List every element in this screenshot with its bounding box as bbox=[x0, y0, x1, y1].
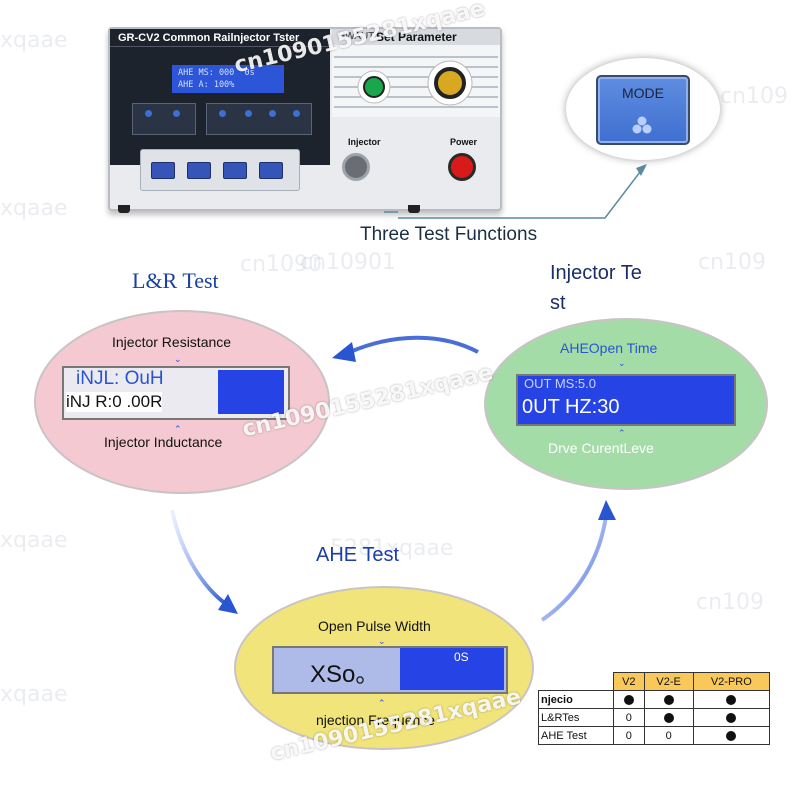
stop-key bbox=[187, 162, 211, 179]
table-row: njecio bbox=[538, 690, 771, 709]
mode-label: MODE bbox=[622, 85, 664, 101]
table-row: L&RTes 0 bbox=[538, 708, 771, 727]
supported-dot-icon bbox=[663, 694, 674, 705]
parameter-area bbox=[334, 56, 498, 108]
injector-screen-line-2: 0UT HZ:30 bbox=[522, 396, 620, 418]
device-brand: HWAUT bbox=[338, 31, 375, 42]
arrow-lr-to-ahe bbox=[170, 509, 228, 606]
supported-dot-icon bbox=[726, 694, 737, 705]
ahe-top-label: Open Pulse Width bbox=[318, 618, 431, 634]
lr-top-label: Injector Resistance bbox=[112, 334, 232, 350]
device-lcd: AHE MS: 000 0s AHE A: 100% bbox=[172, 65, 284, 93]
injector-connector-icon bbox=[342, 153, 370, 181]
ahe-test-heading: AHE Test bbox=[316, 544, 399, 566]
injector-test-heading-1: Injector Te bbox=[550, 262, 642, 284]
arrowhead-icon bbox=[598, 500, 616, 520]
table-header-cell: V2-E bbox=[643, 672, 694, 691]
power-button-icon bbox=[448, 153, 476, 181]
arrow-ahe-to-injector bbox=[540, 515, 608, 622]
mode-indicator-panel bbox=[206, 103, 312, 135]
injector-screen-line-1: OUT MS:5.0 bbox=[524, 376, 597, 391]
yellow-knob-icon bbox=[434, 67, 466, 99]
table-header-cell: V2 bbox=[613, 672, 645, 691]
device-title: GR-CV2 Common Railnjector Tster bbox=[118, 32, 300, 44]
ahe-bottom-label: njection Frequence bbox=[316, 712, 436, 728]
table-row-label: njecio bbox=[538, 690, 614, 709]
lr-bottom-label: Injector Inductance bbox=[104, 434, 223, 450]
watermark: cn109 bbox=[720, 84, 789, 109]
table-cell: 0 bbox=[613, 708, 645, 727]
run-key bbox=[151, 162, 175, 179]
ahe-screen-text: XSo。 bbox=[310, 661, 380, 688]
table-row-label: AHE Test bbox=[538, 726, 614, 745]
caret-icon: ⌄ bbox=[618, 358, 626, 368]
arrowhead-icon bbox=[218, 594, 238, 614]
feature-table: V2 V2-E V2-PRO njecio L&RTes 0 AHE Test … bbox=[538, 672, 771, 745]
pointer-arrowhead-icon bbox=[636, 164, 647, 176]
ahe-screen-blue bbox=[400, 648, 504, 690]
table-header-row: V2 V2-E V2-PRO bbox=[538, 672, 771, 691]
watermark: cn1090 bbox=[240, 252, 323, 277]
mode-key bbox=[223, 162, 247, 179]
caret-icon: ⌃ bbox=[378, 698, 386, 708]
ahe-screen-small: 0S bbox=[454, 650, 469, 664]
table-row: AHE Test 0 0 bbox=[538, 726, 771, 745]
lr-screen-line-1: iNJL: OuH bbox=[76, 368, 164, 389]
lr-screen-blue bbox=[218, 370, 284, 414]
mode-button: MODE bbox=[596, 75, 690, 145]
tester-device: GR-CV2 Common Railnjector Tster AHE MS: … bbox=[108, 27, 502, 213]
table-header-cell bbox=[538, 672, 614, 691]
device-left-panel: GR-CV2 Common Railnjector Tster AHE MS: … bbox=[110, 29, 330, 165]
table-header-cell: V2-PRO bbox=[692, 672, 771, 691]
watermark: xqaae bbox=[0, 528, 68, 553]
arrowhead-icon bbox=[332, 342, 356, 362]
indicator-light bbox=[245, 110, 252, 117]
watermark: xqaae bbox=[0, 196, 68, 221]
green-knob-icon bbox=[363, 76, 385, 98]
caret-icon: ⌄ bbox=[174, 354, 182, 364]
lcd-line-2: AHE A: 100% bbox=[178, 80, 235, 90]
watermark: cn109 bbox=[696, 590, 765, 615]
injector-label: Injector bbox=[348, 137, 381, 147]
watermark: xqaae bbox=[0, 682, 68, 707]
indicator-light bbox=[173, 110, 180, 117]
table-cell: 0 bbox=[643, 726, 694, 745]
injector-test-heading-2: st bbox=[550, 292, 566, 314]
lr-screen-line-2: iNJ R:0 .00R bbox=[66, 392, 163, 412]
power-indicator-panel bbox=[132, 103, 196, 135]
lcd-line-1: AHE MS: 000 0s bbox=[178, 68, 255, 78]
watermark: 5281xqaae bbox=[330, 536, 454, 561]
arrow-injector-to-lr bbox=[349, 335, 479, 354]
type-key bbox=[259, 162, 283, 179]
indicator-light bbox=[269, 110, 276, 117]
set-parameter-label: Set Parameter bbox=[376, 30, 457, 44]
lr-test-heading: L&R Test bbox=[132, 268, 219, 293]
indicator-light bbox=[145, 110, 152, 117]
supported-dot-icon bbox=[726, 712, 737, 723]
supported-dot-icon bbox=[726, 730, 737, 741]
watermark: xqaae bbox=[0, 28, 68, 53]
device-right-panel: HWAUT Set Parameter bbox=[332, 29, 500, 117]
function-key-panel bbox=[140, 149, 300, 191]
injector-bottom-label: Drve CurentLeve bbox=[548, 440, 654, 456]
caret-icon: ⌄ bbox=[378, 636, 386, 646]
caret-icon: ⌃ bbox=[618, 428, 626, 438]
indicator-light bbox=[219, 110, 226, 117]
power-label: Power bbox=[450, 137, 478, 147]
caret-icon: ⌃ bbox=[174, 424, 182, 434]
caption: Three Test Functions bbox=[360, 224, 538, 245]
table-cell: 0 bbox=[613, 726, 645, 745]
table-row-label: L&RTes bbox=[538, 708, 614, 727]
supported-dot-icon bbox=[663, 712, 674, 723]
injector-screen bbox=[516, 374, 736, 426]
indicator-light bbox=[293, 110, 300, 117]
mode-symbol-icon bbox=[632, 116, 652, 134]
watermark: cn109 bbox=[698, 250, 767, 275]
supported-dot-icon bbox=[623, 694, 634, 705]
injector-top-label: AHEOpen Time bbox=[560, 340, 658, 356]
watermark: cn10901 bbox=[300, 250, 397, 275]
